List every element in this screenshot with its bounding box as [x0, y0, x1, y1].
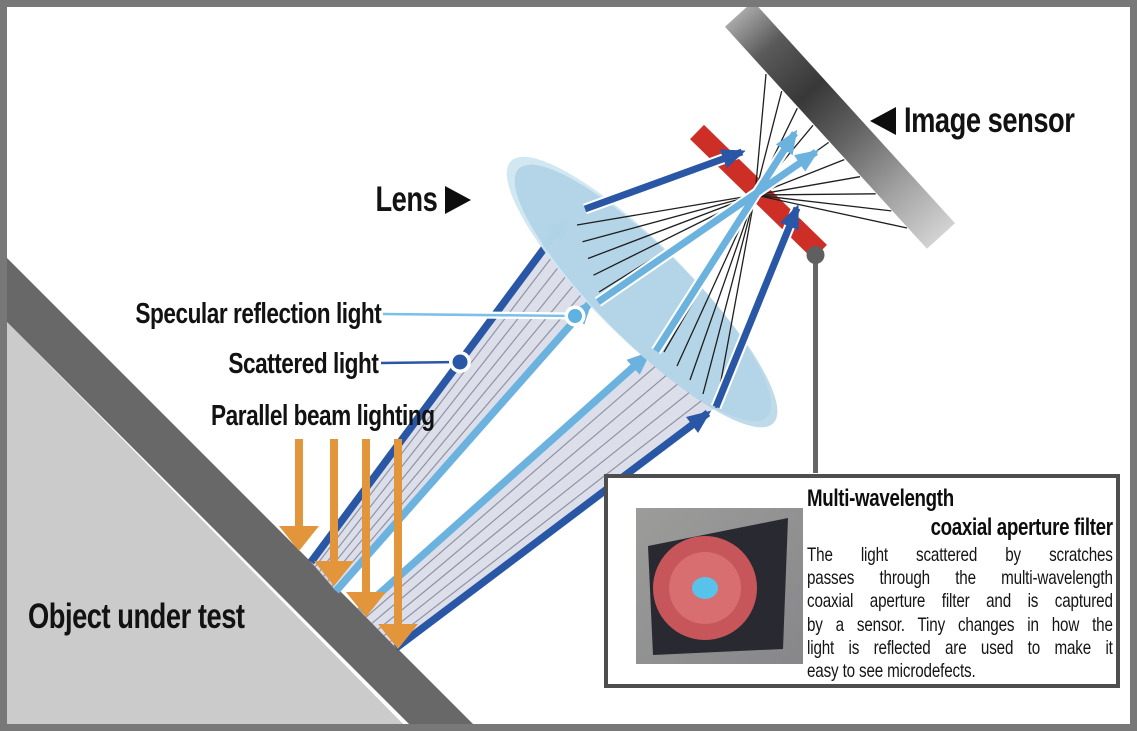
dark-ray-arrow-lower: [712, 204, 801, 409]
filter-callout-box: Multi-wavelength coaxial aperture filter…: [604, 474, 1120, 688]
aperture-filter-photo: [636, 508, 803, 664]
scattered-leader: [380, 351, 471, 373]
body-line: passes through the multi-wavelength: [807, 567, 1113, 590]
lens-label-group: Lens: [358, 180, 471, 219]
ray-arrows-to-lens: [307, 215, 712, 651]
beam-bundle-scattered: [360, 348, 715, 648]
scattered-ray-dark-arrow2: [393, 410, 712, 651]
photo-center-dot: [692, 577, 718, 599]
image-sensor-bar: [724, 1, 956, 249]
image-sensor-label-group: Image sensor: [870, 101, 1122, 140]
filter-title-line2: coaxial aperture filter: [930, 514, 1114, 541]
lens-pointer-icon: [445, 186, 471, 215]
object-under-test-surface: [6, 321, 410, 731]
scattered-light-label: Scattered light: [227, 348, 379, 380]
parallel-beam-arrows: [279, 439, 418, 649]
specular-ray-light-arrow2: [357, 351, 651, 614]
scattered-ray-dark-arrow: [307, 215, 570, 565]
body-line: light is reflected are used to make it: [807, 636, 1113, 659]
image-sensor-pointer-icon: [870, 107, 896, 136]
specular-reflection-label: Specular reflection light: [135, 298, 381, 330]
light-ray-arrow-shallow: [596, 149, 820, 305]
object-under-test-label: Object under test: [28, 597, 245, 636]
body-line: coaxial aperture filter and is captured: [807, 590, 1113, 613]
filter-callout-body: The light scattered by scratches passes …: [807, 544, 1113, 683]
body-line: by a sensor. Tiny changes in how the: [807, 613, 1113, 636]
filter-title-line1: Multi-wavelength: [807, 485, 954, 512]
light-ray-arrow-steep: [653, 129, 798, 353]
specular-leader: [382, 305, 586, 327]
scattered-leader-dot: [452, 354, 468, 370]
body-line: easy to see microdefects.: [807, 660, 976, 683]
parallel-beam-label: Parallel beam lighting: [211, 400, 435, 432]
image-sensor-label: Image sensor: [904, 101, 1075, 140]
specular-leader-dot: [568, 309, 582, 323]
ray-arrows-through-filter: [583, 129, 820, 410]
filter-callout-connector: [806, 246, 825, 473]
dark-ray-arrow-upper: [583, 148, 746, 213]
lens-label: Lens: [375, 180, 437, 219]
filter-callout-title: Multi-wavelength coaxial aperture filter: [807, 484, 1113, 542]
specular-ray-light-arrow: [333, 300, 593, 594]
filter-connector-dot: [806, 246, 825, 264]
body-line: The light scattered by scratches: [807, 544, 1113, 566]
